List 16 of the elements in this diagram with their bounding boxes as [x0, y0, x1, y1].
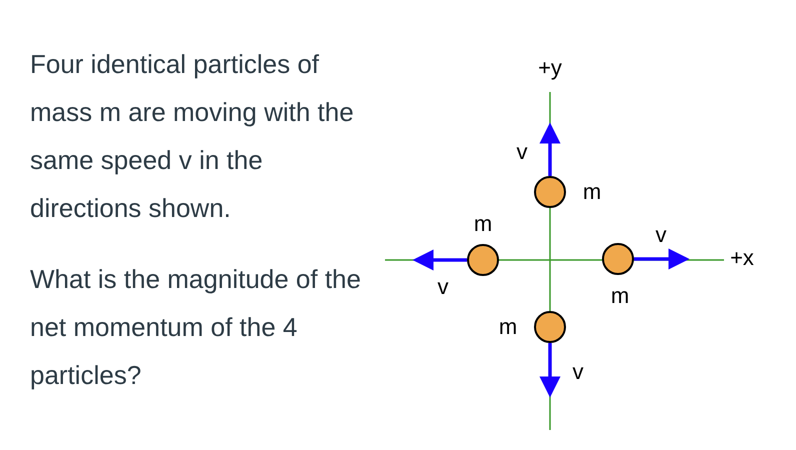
mass-label: m [474, 213, 492, 235]
axis-label: +y [538, 57, 562, 79]
axis-label: +x [730, 247, 754, 269]
mass-label: m [610, 285, 630, 307]
question-text: Four identical particles of mass m are moving with the same speed v in the directions shown. [30, 48, 355, 225]
mass-label: m [498, 316, 518, 338]
particle [467, 244, 499, 276]
particle [534, 311, 566, 343]
particle [534, 176, 566, 208]
velocity-label: v [656, 224, 666, 246]
mass-label: m [582, 181, 602, 203]
question-text: What is the magnitude of the net momentum of the 4 particles? [30, 263, 362, 392]
velocity-label: v [438, 276, 448, 298]
particle [602, 243, 634, 275]
velocity-label: v [572, 361, 584, 383]
velocity-label: v [516, 141, 528, 163]
